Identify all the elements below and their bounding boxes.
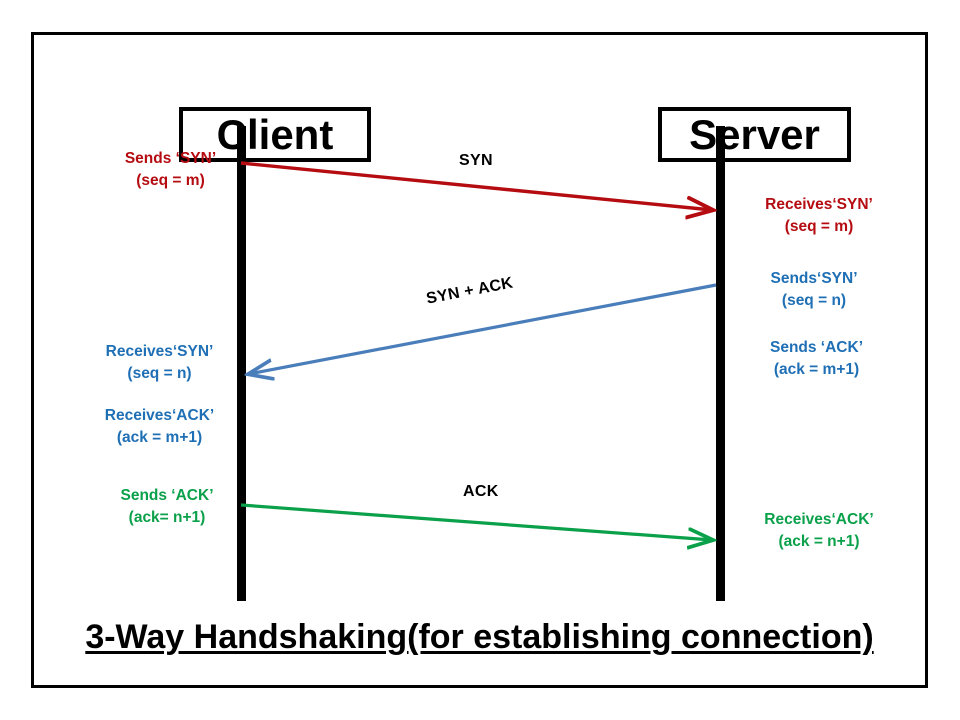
- lifeline-client: [237, 126, 246, 601]
- message-label-syn: SYN: [459, 152, 493, 169]
- diagram-title-text: 3-Way Handshaking(for establishing conne…: [85, 618, 874, 656]
- participant-box-client: Client: [179, 107, 371, 162]
- note-client-receives-syn: Receives‘SYN’ (seq = n): [105, 343, 214, 383]
- note-client-sends-syn: Sends ‘SYN’ (seq = m): [124, 150, 217, 190]
- note-server-sends-ack: Sends ‘ACK’ (ack = m+1): [769, 339, 863, 379]
- participant-box-server: Server: [658, 107, 851, 162]
- participant-label-client: Client: [216, 110, 334, 158]
- note-server-receives-ack: Receives‘ACK’ (ack = n+1): [764, 511, 874, 551]
- diagram-title: 3-Way Handshaking(for establishing conne…: [31, 618, 928, 657]
- participant-label-server: Server: [689, 110, 820, 158]
- lifeline-server: [716, 126, 725, 601]
- diagram-frame: Client Server: [31, 32, 928, 688]
- note-server-receives-syn: Receives‘SYN’ (seq = m): [765, 196, 873, 236]
- note-client-sends-ack: Sends ‘ACK’ (ack= n+1): [120, 487, 214, 527]
- note-server-sends-syn: Sends‘SYN’ (seq = n): [770, 270, 858, 310]
- message-label-ack: ACK: [463, 483, 499, 500]
- note-client-receives-ack: Receives‘ACK’ (ack = m+1): [104, 407, 215, 447]
